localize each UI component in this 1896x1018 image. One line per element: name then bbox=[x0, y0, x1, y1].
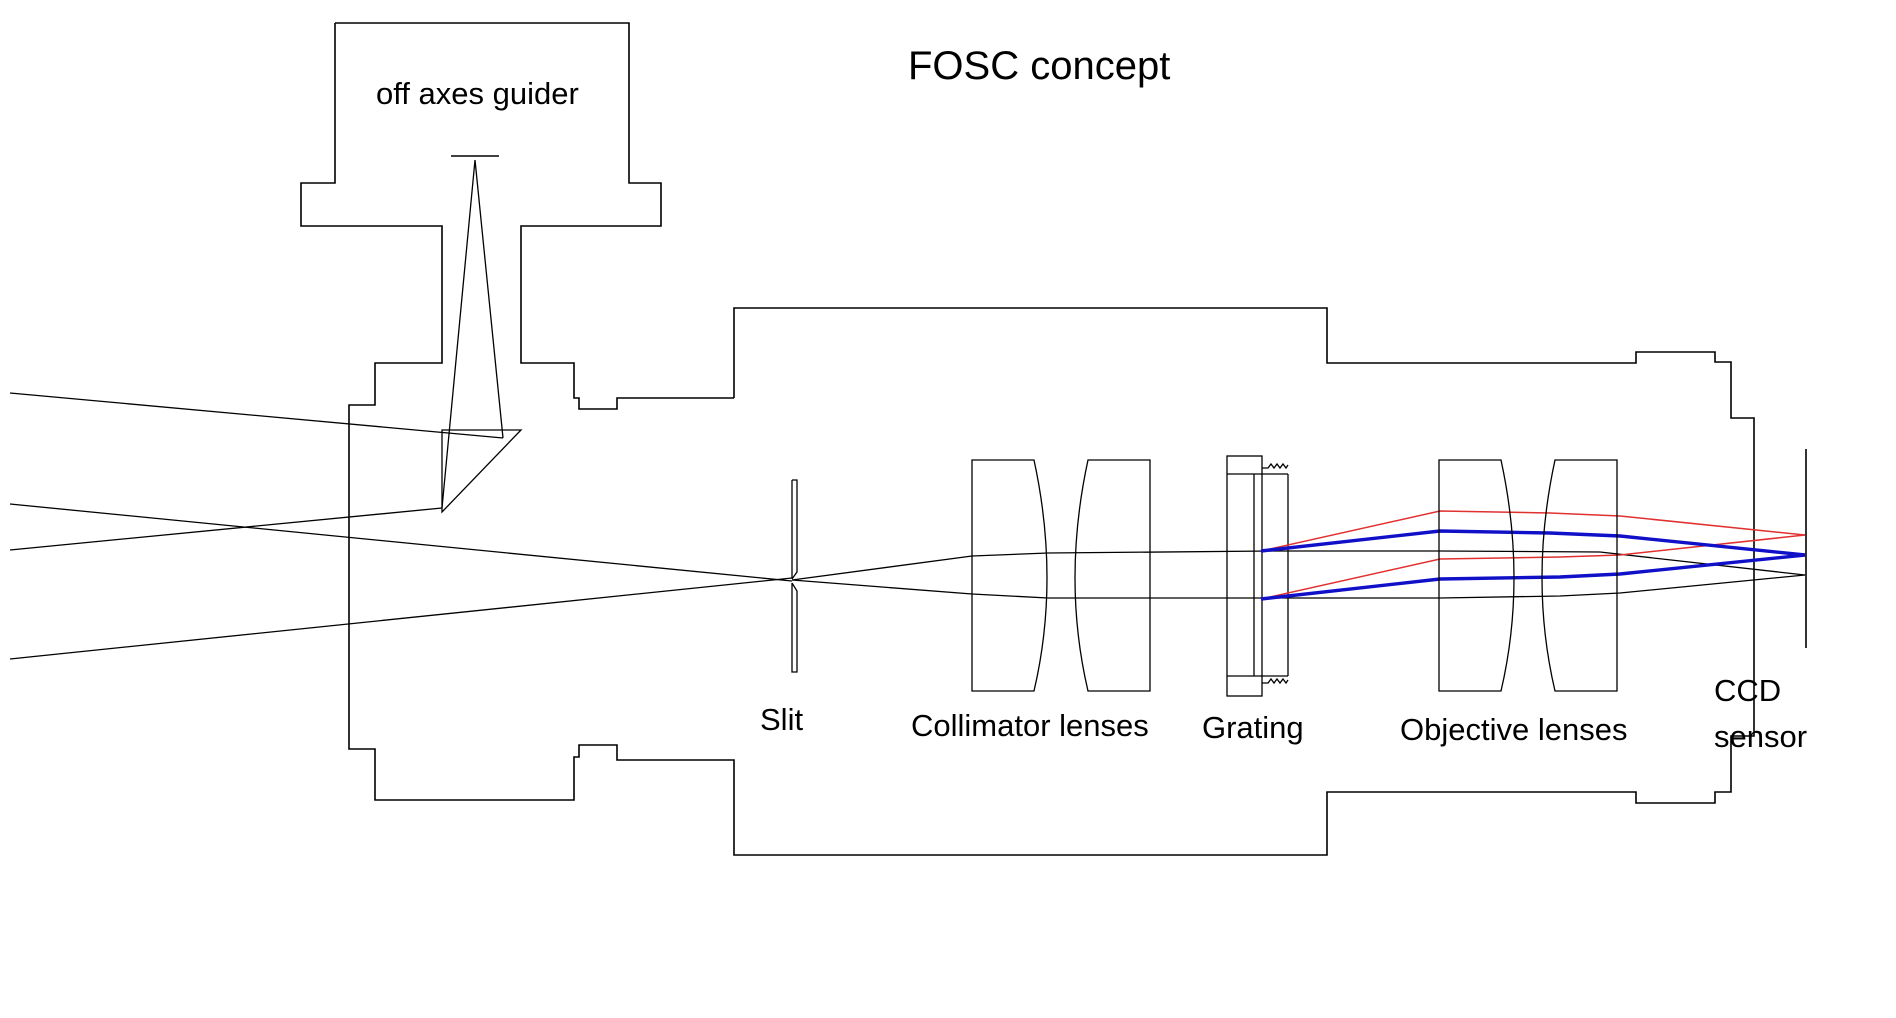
ray-red-top bbox=[1260, 510, 1806, 552]
ray-blue-top bbox=[1260, 529, 1806, 557]
objective-lens-2 bbox=[1541, 459, 1618, 692]
ray-blue-bottom bbox=[1260, 553, 1806, 601]
ray-zero-order-bottom bbox=[1275, 574, 1806, 599]
label-guider: off axes guider bbox=[376, 76, 579, 111]
ray-guider-in-top bbox=[9, 392, 504, 439]
collimator-lens-1 bbox=[971, 459, 1048, 692]
label-collimator: Collimator lenses bbox=[911, 708, 1149, 743]
slit bbox=[791, 479, 798, 673]
ray-guider-in-bottom bbox=[9, 507, 443, 551]
label-slit: Slit bbox=[760, 702, 804, 737]
objective-lens-1 bbox=[1438, 459, 1515, 692]
guider-housing bbox=[300, 22, 734, 740]
ray-main-bottom bbox=[9, 577, 793, 660]
ray-collimated-top bbox=[791, 550, 1276, 581]
label-ccd-line2: sensor bbox=[1714, 719, 1808, 754]
diagram-title: FOSC concept bbox=[908, 44, 1171, 88]
label-objective: Objective lenses bbox=[1400, 712, 1628, 747]
spectrograph-housing bbox=[348, 307, 1755, 856]
ray-main-top bbox=[9, 503, 793, 582]
grating-spring-top bbox=[1262, 462, 1289, 470]
label-ccd-line1: CCD bbox=[1714, 673, 1782, 708]
label-grating: Grating bbox=[1202, 710, 1304, 745]
ray-red-bottom bbox=[1260, 534, 1806, 600]
grating-spring-bottom bbox=[1262, 677, 1289, 685]
grating bbox=[1226, 455, 1289, 697]
pickoff-prism bbox=[441, 429, 523, 514]
ray-collimated-bottom bbox=[791, 579, 1275, 599]
collimator-lens-2 bbox=[1074, 459, 1151, 692]
ray-zero-order-top bbox=[1275, 550, 1806, 576]
guider-beam bbox=[441, 159, 504, 509]
